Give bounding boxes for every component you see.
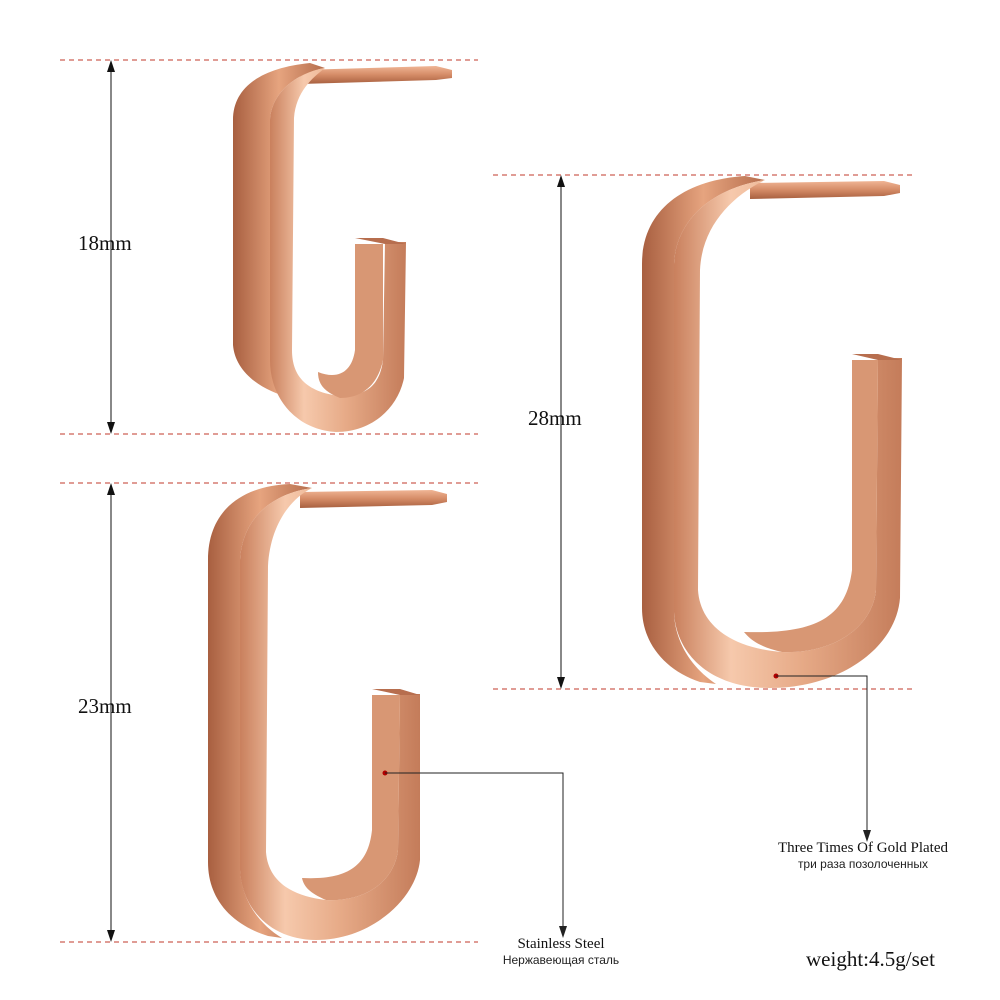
callout-lines [385,675,868,930]
steel-arrowhead [559,926,567,938]
earring-23mm [208,484,447,940]
earring-28mm-edge [642,176,765,684]
material-label-en: Stainless Steel [517,936,605,952]
earring-18mm-tip [355,238,406,244]
earring-23mm-post [300,490,447,508]
dimension-arrows [107,60,565,942]
earring-18mm [233,63,452,432]
material-label-ru: Нержавеющая сталь [502,953,620,967]
earring-18mm-inner [318,244,383,398]
earring-28mm [642,176,902,688]
earring-23mm-face [240,488,420,940]
earring-23mm-inner [302,695,400,901]
earring-28mm-tip [852,354,902,360]
earring-23mm-edge [208,484,312,938]
plating-label-en: Three Times Of Gold Plated [778,840,948,856]
weight-label: weight:4.5g/set [806,947,935,971]
earring-18mm-face [270,68,406,432]
dimension-label-18mm: 18mm [78,231,132,255]
guide-lines [60,59,912,943]
plating-label-ru: три раза позолоченных [797,857,929,871]
earring-18mm-post [300,66,452,84]
earring-28mm-inner [744,360,878,653]
earring-23mm-tip [372,689,420,695]
earring-28mm-post [750,181,900,199]
dimension-label-28mm: 28mm [528,406,582,430]
earring-18mm-edge [233,63,325,398]
earring-28mm-face [674,180,902,688]
plating-arrowhead [863,830,871,842]
dimension-label-23mm: 23mm [78,694,132,718]
